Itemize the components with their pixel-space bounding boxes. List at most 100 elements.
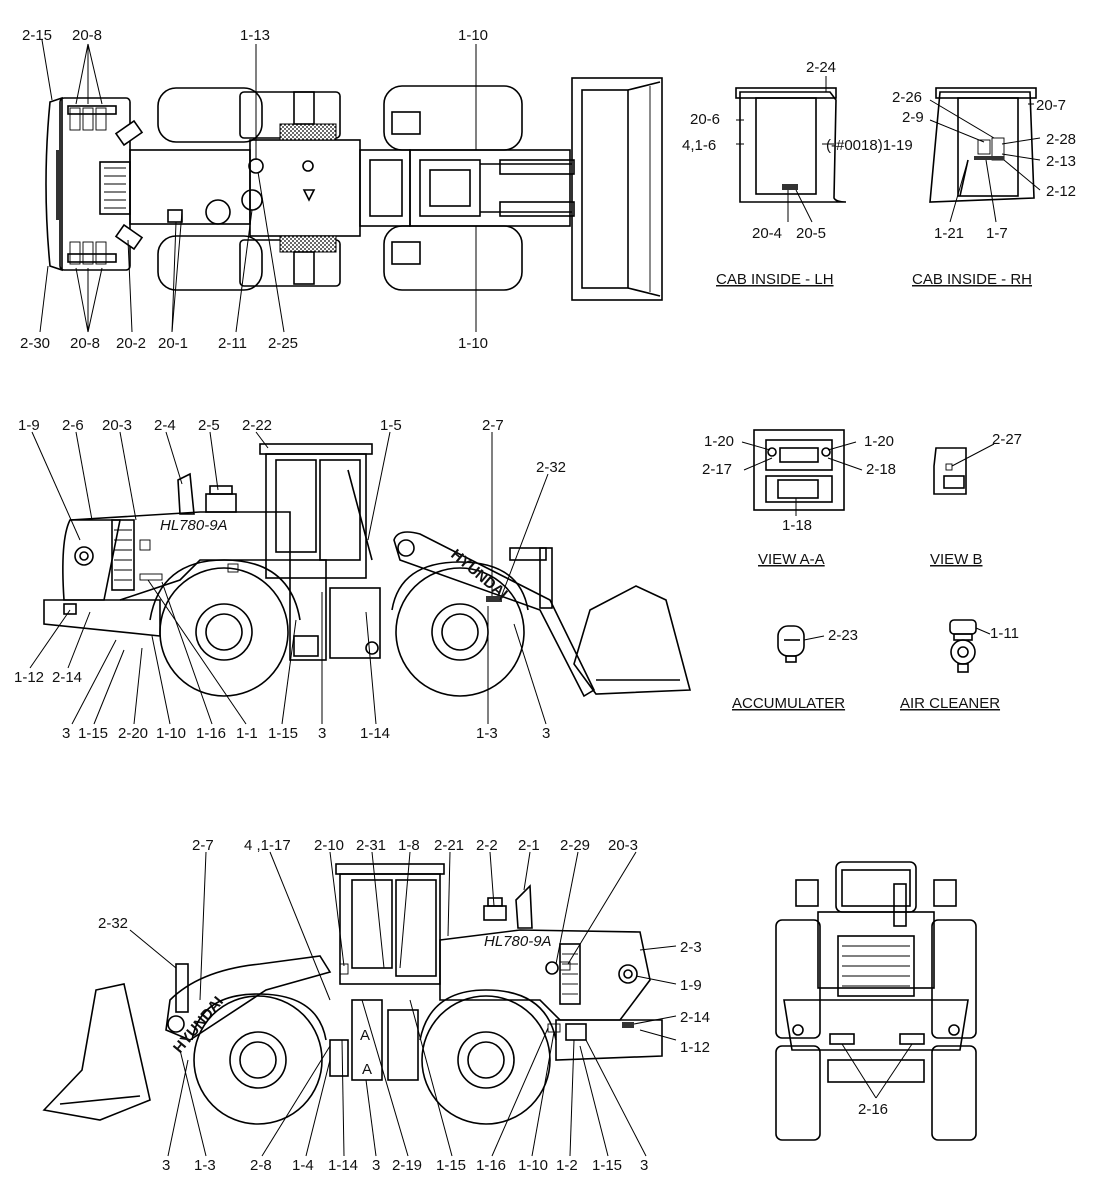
part-label: 4 ,1-17 — [244, 837, 291, 854]
part-label: 20-5 — [796, 225, 826, 242]
part-label: 3 — [542, 725, 550, 742]
part-label: 2-27 — [992, 431, 1022, 448]
part-label: 2-32 — [98, 915, 128, 932]
part-label: 2-30 — [20, 335, 50, 352]
part-label: 1-10 — [458, 335, 488, 352]
part-label: 2-29 — [560, 837, 590, 854]
part-label: 2-14 — [52, 669, 82, 686]
view-b — [933, 447, 967, 495]
part-label: 2-15 — [22, 27, 52, 44]
section-marker-a-upper: A — [360, 1027, 370, 1044]
part-label: 1-15 — [78, 725, 108, 742]
part-label: 2-1 — [518, 837, 540, 854]
part-label: 2-20 — [118, 725, 148, 742]
part-label: 2-31 — [356, 837, 386, 854]
part-label: 3 — [162, 1157, 170, 1174]
part-label: 2-3 — [680, 939, 702, 956]
part-label: 1-12 — [14, 669, 44, 686]
part-label: 2-32 — [536, 459, 566, 476]
cab-inside-rh — [929, 87, 1037, 203]
part-label: 2-24 — [806, 59, 836, 76]
part-label: 1-7 — [986, 225, 1008, 242]
part-label: 1-14 — [328, 1157, 358, 1174]
top-view — [45, 77, 663, 301]
part-label: 2-4 — [154, 417, 176, 434]
side-view-right: HYUNDAI A A HL780-9A — [42, 863, 663, 1125]
part-label: 1-3 — [476, 725, 498, 742]
part-label: 2-22 — [242, 417, 272, 434]
part-label: 20-4 — [752, 225, 782, 242]
part-label: 3 — [640, 1157, 648, 1174]
part-label: 2-28 — [1046, 131, 1076, 148]
part-label: 1-3 — [194, 1157, 216, 1174]
part-label: 1-2 — [556, 1157, 578, 1174]
part-label: 4,1-6 — [682, 137, 716, 154]
part-label: 1-9 — [680, 977, 702, 994]
part-label: 2-12 — [1046, 183, 1076, 200]
part-label: 1-1 — [236, 725, 258, 742]
part-label: 2-13 — [1046, 153, 1076, 170]
part-label: 1-8 — [398, 837, 420, 854]
part-label: 2-5 — [198, 417, 220, 434]
view-aa — [753, 429, 845, 511]
part-label: 20-1 — [158, 335, 188, 352]
part-label: 1-15 — [268, 725, 298, 742]
part-label: 2-16 — [858, 1101, 888, 1118]
part-label: 1-15 — [436, 1157, 466, 1174]
part-label: 1-20 — [864, 433, 894, 450]
part-label: 2-7 — [482, 417, 504, 434]
part-label: 2-2 — [476, 837, 498, 854]
view-title-cab-lh: CAB INSIDE - LH — [716, 271, 834, 288]
section-marker-a-lower: A — [362, 1061, 372, 1078]
air-cleaner-view — [949, 619, 977, 673]
part-label: 2-18 — [866, 461, 896, 478]
part-label: 20-8 — [70, 335, 100, 352]
part-label: 1-14 — [360, 725, 390, 742]
part-label: 2-14 — [680, 1009, 710, 1026]
part-label: 1-18 — [782, 517, 812, 534]
cab-inside-lh — [735, 87, 847, 203]
part-label: 3 — [318, 725, 326, 742]
part-label: 20-8 — [72, 27, 102, 44]
view-title-aa: VIEW A-A — [758, 551, 825, 568]
part-label: 2-26 — [892, 89, 922, 106]
accumulater-view — [777, 625, 805, 663]
part-label: 20-3 — [608, 837, 638, 854]
part-label: 2-10 — [314, 837, 344, 854]
part-label: 20-2 — [116, 335, 146, 352]
part-label: 2-25 — [268, 335, 298, 352]
rear-view — [775, 861, 977, 1141]
model-decal-left: HL780-9A — [160, 517, 228, 534]
part-label: 2-23 — [828, 627, 858, 644]
part-label: 20-3 — [102, 417, 132, 434]
view-title-air-cleaner: AIR CLEANER — [900, 695, 1000, 712]
part-label: 2-21 — [434, 837, 464, 854]
part-label: 1-11 — [990, 625, 1019, 642]
part-label: 1-10 — [156, 725, 186, 742]
part-label: (-#0018)1-19 — [826, 137, 913, 154]
part-label: 2-11 — [218, 335, 247, 352]
model-decal-right: HL780-9A — [484, 933, 552, 950]
part-label: 1-13 — [240, 27, 270, 44]
part-label: 1-9 — [18, 417, 40, 434]
leader-lines — [29, 39, 1041, 1157]
view-title-b: VIEW B — [930, 551, 983, 568]
part-label: 20-6 — [690, 111, 720, 128]
part-label: 1-12 — [680, 1039, 710, 1056]
part-label: 1-10 — [518, 1157, 548, 1174]
part-label: 3 — [372, 1157, 380, 1174]
part-label: 2-8 — [250, 1157, 272, 1174]
part-label: 3 — [62, 725, 70, 742]
part-label: 1-5 — [380, 417, 402, 434]
view-title-accumulater: ACCUMULATER — [732, 695, 845, 712]
part-label: 1-10 — [458, 27, 488, 44]
part-label: 2-6 — [62, 417, 84, 434]
part-label: 1-21 — [934, 225, 964, 242]
part-label: 1-16 — [476, 1157, 506, 1174]
part-label: 1-20 — [704, 433, 734, 450]
part-label: 2-7 — [192, 837, 214, 854]
view-title-cab-rh: CAB INSIDE - RH — [912, 271, 1032, 288]
part-label: 2-9 — [902, 109, 924, 126]
part-label: 1-4 — [292, 1157, 314, 1174]
